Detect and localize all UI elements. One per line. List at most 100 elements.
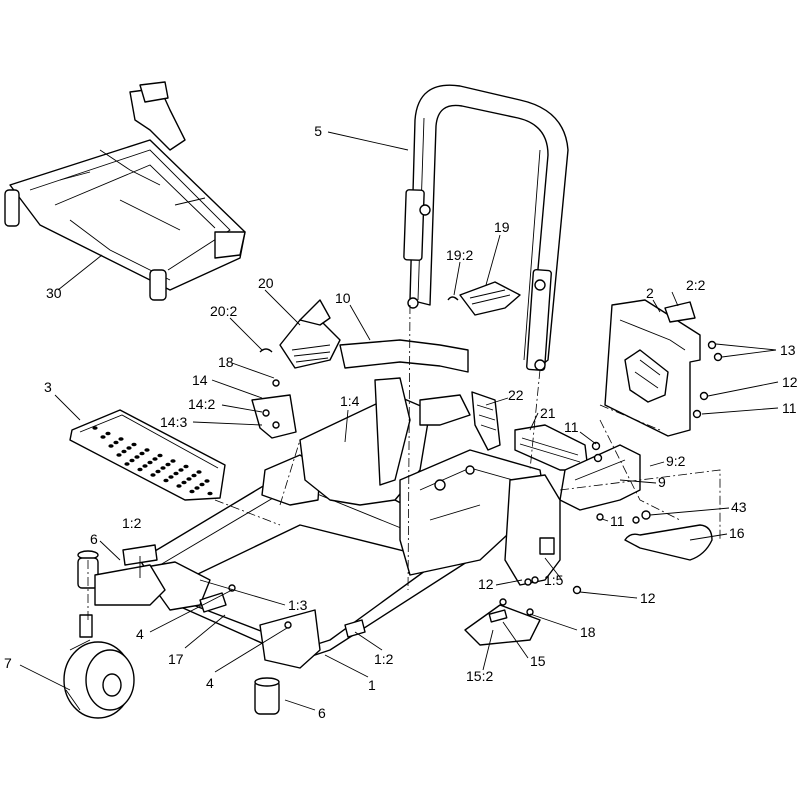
- callout-9-2: 9:2: [666, 453, 686, 469]
- plate-hole: [147, 460, 153, 465]
- plate-hole: [176, 484, 182, 488]
- plate-hole: [152, 457, 158, 461]
- callout-2-2: 2:2: [686, 277, 706, 293]
- part-6-caster-left: [77, 550, 166, 638]
- bolt-12: [572, 585, 582, 595]
- plate-hole: [150, 473, 156, 477]
- plate-hole: [105, 431, 111, 436]
- part-1-5-tank: [504, 474, 561, 586]
- callout-11-mid: 11: [564, 419, 579, 435]
- plate-hole: [137, 467, 143, 472]
- callout-14-3: 14:3: [160, 414, 187, 430]
- plate-hole: [129, 458, 135, 463]
- callout-12-center: 12: [478, 576, 494, 592]
- plate-hole: [92, 426, 98, 430]
- callout-3: 3: [44, 379, 52, 395]
- decal-1-2: [122, 544, 158, 566]
- callout-12-bottom: 12: [640, 590, 656, 606]
- plate-hole: [173, 471, 179, 476]
- plate-hole: [189, 489, 195, 494]
- bolt-12-b: [524, 578, 532, 586]
- part-14-bracket: [251, 379, 297, 439]
- callout-4-right: 4: [206, 675, 214, 691]
- callout-43: 43: [731, 499, 747, 515]
- callout-18-top: 18: [218, 354, 234, 370]
- callout-1-4: 1:4: [340, 393, 360, 409]
- plate-hole: [121, 449, 127, 454]
- plate-hole: [165, 462, 171, 467]
- callout-15: 15: [530, 653, 546, 669]
- part-19-bracket: [447, 281, 521, 316]
- plate-hole: [181, 480, 187, 485]
- part-9-bracket: [559, 441, 641, 521]
- part-22-shield: [471, 391, 501, 451]
- callout-1: 1: [368, 677, 376, 693]
- plate-hole: [131, 442, 137, 447]
- part-5-roll-bar: [403, 84, 569, 372]
- plate-hole: [113, 440, 119, 445]
- callout-16: 16: [729, 525, 745, 541]
- plate-hole: [191, 473, 197, 478]
- callout-10: 10: [335, 290, 351, 306]
- part-2-side-panel: [604, 299, 701, 437]
- leader-lines: [19, 131, 779, 711]
- plate-hole: [186, 477, 192, 481]
- plate-hole: [108, 444, 114, 448]
- plate-hole: [118, 437, 124, 441]
- callout-30: 30: [46, 285, 62, 301]
- callout-14-2: 14:2: [188, 396, 215, 412]
- part-30-subframe: [4, 81, 246, 301]
- plate-hole: [199, 482, 205, 487]
- plate-hole: [204, 479, 210, 483]
- callout-17: 17: [168, 651, 184, 667]
- plate-hole: [155, 469, 161, 474]
- part-3-floor-plate: [69, 409, 226, 501]
- callout-12-right: 12: [782, 374, 798, 390]
- callout-2: 2: [646, 285, 654, 301]
- plate-hole: [157, 453, 163, 458]
- callout-1-5: 1:5: [544, 572, 564, 588]
- part-1-main-frame: [139, 377, 546, 669]
- callout-15-2: 15:2: [466, 668, 493, 684]
- callout-21: 21: [540, 405, 556, 421]
- plate-hole: [116, 453, 122, 457]
- floor-plate-holes: [92, 426, 213, 496]
- plate-hole: [207, 491, 213, 496]
- callout-1-3: 1:3: [288, 597, 308, 613]
- callout-19-2: 19:2: [446, 247, 473, 263]
- callout-4-left: 4: [136, 626, 144, 642]
- hardware-right: [692, 340, 723, 419]
- callout-11-low: 11: [610, 513, 625, 529]
- callout-20: 20: [258, 275, 274, 291]
- plate-hole: [100, 435, 106, 439]
- plate-hole: [194, 486, 200, 490]
- plate-hole: [134, 455, 140, 459]
- plate-hole: [168, 475, 174, 479]
- plate-hole: [142, 464, 148, 468]
- part-20-bracket: [259, 299, 341, 369]
- callout-22: 22: [508, 387, 524, 403]
- plate-hole: [183, 464, 189, 469]
- plate-hole: [196, 470, 202, 474]
- callout-20-2: 20:2: [210, 303, 237, 319]
- callout-6-top: 6: [90, 531, 98, 547]
- callout-6-bottom: 6: [318, 705, 326, 721]
- callout-13: 13: [780, 342, 796, 358]
- callout-14: 14: [192, 372, 208, 388]
- plate-hole: [160, 466, 166, 470]
- part-15-plate: [464, 598, 541, 646]
- plate-hole: [124, 462, 130, 466]
- assembly-lines: [87, 304, 721, 620]
- part-10-cover: [339, 339, 469, 373]
- callout-7: 7: [4, 655, 12, 671]
- callout-1-2-left: 1:2: [122, 515, 142, 531]
- plate-hole: [170, 459, 176, 463]
- plate-hole: [144, 448, 150, 452]
- callout-1-2-right: 1:2: [374, 651, 394, 667]
- callout-9: 9: [658, 474, 666, 490]
- part-7-caster-wheel: [63, 639, 135, 719]
- plate-hole: [139, 451, 145, 456]
- callout-18-bottom: 18: [580, 624, 596, 640]
